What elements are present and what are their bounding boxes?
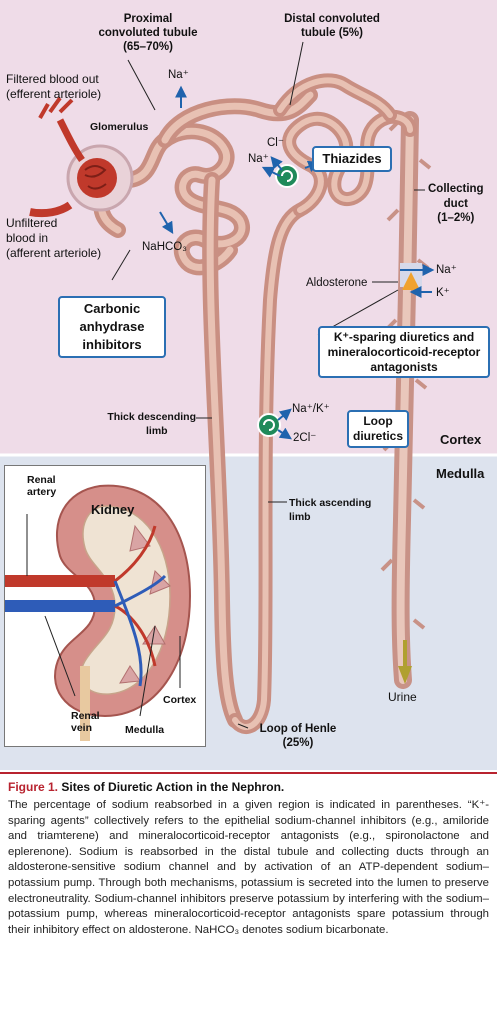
loop-of-henle-label: Loop of Henle (25%) xyxy=(259,723,337,749)
carbonic-anhydrase-box: Carbonic anhydrase inhibitors xyxy=(58,296,166,358)
thick-ascending-label: Thick ascending limb xyxy=(289,497,372,523)
k-sparing-box: K⁺-sparing diuretics and mineralocortico… xyxy=(318,326,490,378)
thiazide-site-icon xyxy=(275,164,299,188)
renal-artery-label: Renal artery xyxy=(27,474,57,498)
inset-medulla-label: Medulla xyxy=(125,724,165,736)
urine-label: Urine xyxy=(388,690,417,704)
thick-ascending-limb xyxy=(228,203,307,734)
aldosterone-label: Aldosterone xyxy=(306,277,368,289)
kidney-label: Kidney xyxy=(91,502,135,517)
nahco3-label: NaHCO₃ xyxy=(142,241,187,253)
collecting-duct-label: Collecting duct (1–2%) xyxy=(428,183,484,224)
figure-title: Sites of Diuretic Action in the Nephron. xyxy=(61,780,285,794)
filtered-blood-label: Filtered blood out (efferent arteriole) xyxy=(6,72,102,101)
figure-caption: Figure 1. Sites of Diuretic Action in th… xyxy=(0,772,497,1024)
kidney-illustration xyxy=(5,484,192,741)
cl-loop-label: 2Cl⁻ xyxy=(293,432,317,444)
cl-thiazide-label: Cl⁻ xyxy=(267,137,284,149)
kidney-inset: Renal artery Kidney Renal vein Medulla C… xyxy=(4,465,206,747)
transport-arrows xyxy=(159,85,435,440)
loop-diuretics-box: Loop diuretics xyxy=(347,410,409,448)
aldosterone-receptor-icon xyxy=(400,263,422,290)
caption-body: The percentage of sodium reabsorbed in a… xyxy=(8,799,489,936)
k-aldosterone-label: K⁺ xyxy=(436,287,450,299)
loop-site-icon xyxy=(257,413,281,437)
na-k-loop-label: Na⁺/K⁺ xyxy=(292,403,330,415)
inset-cortex-label: Cortex xyxy=(163,694,197,706)
unfiltered-blood-label: Unfiltered blood in (afferent arteriole) xyxy=(6,216,102,260)
distal-label: Distal convoluted tubule (5%) xyxy=(284,13,380,39)
cortex-zone-label: Cortex xyxy=(440,432,482,447)
glomerulus xyxy=(29,96,134,218)
thick-descending-limb xyxy=(202,172,243,728)
thiazides-box: Thiazides xyxy=(312,146,392,172)
proximal-tubule xyxy=(93,87,318,276)
glomerulus-label: Glomerulus xyxy=(90,121,149,133)
na-thiazide-label: Na⁺ xyxy=(248,153,269,165)
proximal-label: Proximal convoluted tubule (65–70%) xyxy=(98,13,198,53)
caption-title: Figure 1. Sites of Diuretic Action in th… xyxy=(8,780,489,794)
thick-descending-label: Thick descending limb xyxy=(107,411,196,437)
figure-number: Figure 1. xyxy=(8,780,59,794)
na-aldosterone-label: Na⁺ xyxy=(436,264,457,276)
renal-vein-label: Renal vein xyxy=(71,710,100,734)
medulla-zone-label: Medulla xyxy=(436,466,485,481)
na-proximal-label: Na⁺ xyxy=(168,69,189,81)
